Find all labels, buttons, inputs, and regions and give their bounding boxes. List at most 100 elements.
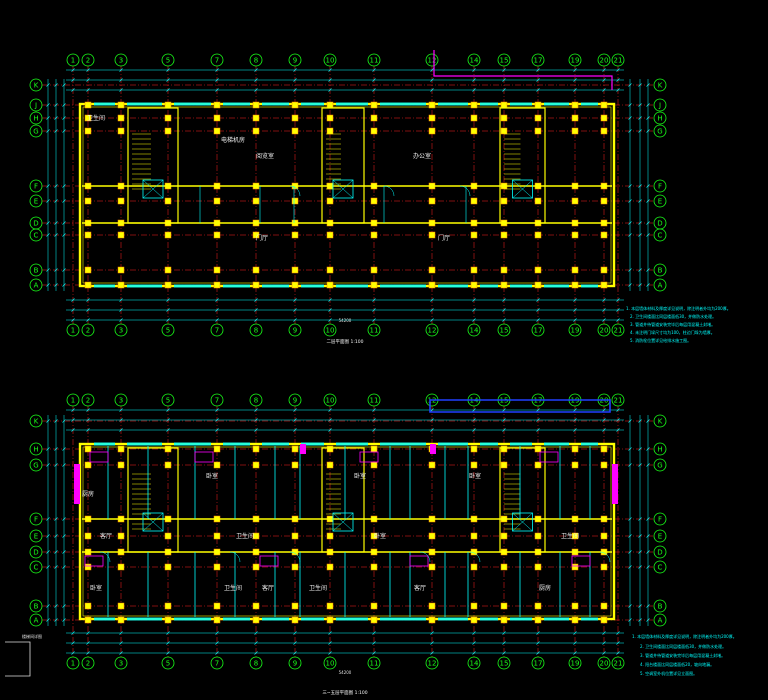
dimension-tick bbox=[119, 428, 123, 432]
dimension-tick bbox=[638, 419, 642, 423]
door-swing bbox=[599, 551, 611, 563]
grid-bubble bbox=[66, 323, 80, 337]
dimension-tick bbox=[54, 221, 58, 225]
dimension-tick bbox=[328, 88, 332, 92]
structural-column bbox=[326, 127, 334, 135]
structural-column bbox=[600, 445, 608, 453]
structural-column bbox=[500, 445, 508, 453]
dimension-tick bbox=[119, 308, 123, 312]
grid-bubble bbox=[568, 323, 582, 337]
window bbox=[301, 284, 324, 288]
room-label: 阅览室 bbox=[256, 152, 274, 160]
dimension-tick bbox=[46, 283, 50, 287]
structural-column bbox=[164, 101, 172, 109]
window bbox=[510, 284, 532, 288]
structural-column bbox=[291, 101, 299, 109]
grid-bubble-label: D bbox=[657, 219, 662, 227]
dimension-tick bbox=[86, 631, 90, 635]
dimension-tick bbox=[166, 308, 170, 312]
grid-bubble-label: 8 bbox=[254, 56, 258, 64]
grid-bubble-label: 14 bbox=[470, 56, 479, 64]
dimension-tick bbox=[472, 318, 476, 322]
dimension-tick bbox=[328, 641, 332, 645]
grid-bubble-label: 3 bbox=[119, 396, 123, 404]
grid-bubble bbox=[249, 393, 263, 407]
structural-column bbox=[600, 127, 608, 135]
dimension-tick bbox=[293, 88, 297, 92]
window bbox=[174, 617, 211, 621]
elevator-cross bbox=[142, 512, 164, 532]
dimension-tick bbox=[502, 78, 506, 82]
room-label: 门厅 bbox=[438, 234, 450, 242]
grid-bubble bbox=[653, 263, 667, 277]
dimension-tick bbox=[638, 618, 642, 622]
grid-bubble bbox=[611, 656, 625, 670]
grid-bubble-label: J bbox=[658, 101, 661, 109]
dimension-tick bbox=[328, 408, 332, 412]
room-label: 电梯机房 bbox=[221, 136, 245, 144]
elevator-cross bbox=[512, 179, 533, 199]
dimension-tick bbox=[54, 565, 58, 569]
room-label: 卧室 bbox=[206, 472, 218, 480]
dimension-tick bbox=[71, 68, 75, 72]
note-line: 5. 消防栓位置详见给排水施工图。 bbox=[630, 337, 691, 343]
dimension-tick bbox=[430, 428, 434, 432]
dimension-tick bbox=[86, 88, 90, 92]
dimension-tick bbox=[472, 308, 476, 312]
structural-column bbox=[600, 461, 608, 469]
dimension-tick bbox=[536, 318, 540, 322]
dimension-tick bbox=[628, 534, 632, 538]
window bbox=[301, 102, 324, 106]
room-label: 卧室 bbox=[469, 472, 481, 480]
dimension-tick bbox=[628, 604, 632, 608]
grid-bubble bbox=[367, 656, 381, 670]
structural-column bbox=[571, 197, 579, 205]
dimension-tick bbox=[616, 88, 620, 92]
structural-column bbox=[291, 231, 299, 239]
structural-column bbox=[571, 281, 579, 289]
structural-column bbox=[370, 563, 378, 571]
dimension-tick bbox=[71, 298, 75, 302]
grid-bubble-label: F bbox=[658, 515, 662, 523]
dimension-tick bbox=[602, 408, 606, 412]
grid-bubble bbox=[597, 656, 611, 670]
grid-bubble bbox=[29, 263, 43, 277]
room-label: 卫生间 bbox=[561, 532, 579, 540]
structural-column bbox=[428, 231, 436, 239]
grid-bubble-label: 19 bbox=[571, 326, 580, 334]
window bbox=[438, 102, 468, 106]
grid-bubble bbox=[249, 323, 263, 337]
dimension-tick bbox=[62, 550, 66, 554]
lower-total-dimension: 54200 bbox=[339, 670, 352, 675]
dimension-tick bbox=[328, 78, 332, 82]
dimension-tick bbox=[293, 418, 297, 422]
grid-bubble bbox=[288, 656, 302, 670]
structural-column bbox=[84, 602, 92, 610]
structural-column bbox=[291, 445, 299, 453]
grid-bubble-label: A bbox=[658, 616, 663, 624]
grid-bubble-label: 19 bbox=[571, 56, 580, 64]
exterior-wall-inner bbox=[82, 106, 612, 284]
dimension-tick bbox=[372, 68, 376, 72]
structural-column bbox=[291, 461, 299, 469]
dimension-tick bbox=[616, 308, 620, 312]
pipe-run bbox=[429, 399, 611, 413]
structural-column bbox=[252, 114, 260, 122]
dimension-tick bbox=[628, 129, 632, 133]
dimension-tick bbox=[646, 221, 650, 225]
dimension-tick bbox=[293, 68, 297, 72]
stair-core bbox=[321, 447, 365, 553]
dimension-tick bbox=[502, 298, 506, 302]
structural-column bbox=[370, 114, 378, 122]
structural-column bbox=[534, 445, 542, 453]
grid-bubble bbox=[497, 53, 511, 67]
structural-column bbox=[370, 101, 378, 109]
dimension-tick bbox=[254, 308, 258, 312]
structural-column bbox=[326, 114, 334, 122]
grid-bubble-label: 2 bbox=[86, 396, 90, 404]
grid-bubble-label: E bbox=[658, 197, 662, 205]
structural-column bbox=[291, 602, 299, 610]
dimension-tick bbox=[638, 604, 642, 608]
dimension-tick bbox=[46, 233, 50, 237]
